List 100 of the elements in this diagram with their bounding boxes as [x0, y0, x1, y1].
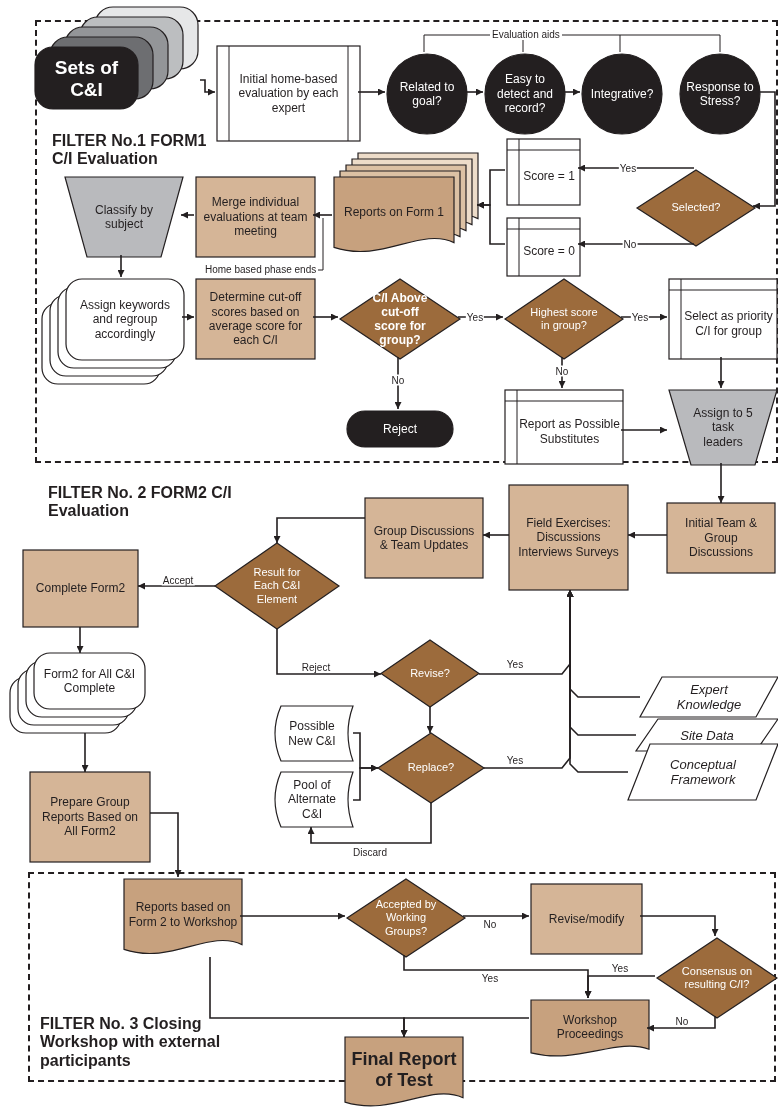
process-box [507, 218, 580, 276]
arrow [117, 254, 125, 278]
arrow [462, 912, 530, 920]
arrow [639, 915, 719, 937]
arrow [464, 88, 484, 96]
node-text: Report as Possible Substitutes [519, 417, 620, 446]
arrow [562, 88, 581, 96]
annotation-text: Home based phase ends [203, 264, 319, 275]
process-box [531, 884, 642, 954]
decision-diamond [215, 543, 339, 629]
node-text: Determine cut-off scores based on average score for each C/I [207, 290, 304, 348]
arrow [577, 164, 695, 172]
node-text: Related to goal? [398, 79, 456, 109]
node-text: Reports based on Form 2 to Workshop [128, 900, 238, 929]
node-text: Revise? [410, 666, 450, 681]
edge-label: No [482, 918, 498, 930]
decision-diamond [381, 640, 479, 707]
decision-diamond [347, 879, 465, 957]
node-text: Assign to 5 task leaders [692, 405, 754, 450]
arrow [717, 462, 725, 504]
stored-data-shape [273, 706, 353, 761]
arrow [646, 1015, 716, 1032]
arrow [627, 531, 668, 539]
decision-diamond [378, 733, 484, 803]
node-text: Merge individual evaluations at team meeting [202, 195, 309, 239]
arrow [352, 764, 379, 801]
node-text: Initial home-based evaluation by each expert [237, 71, 340, 116]
node-text: Revise/modify [548, 911, 625, 927]
arrow [558, 356, 566, 389]
edge-label: Yes [610, 962, 630, 974]
node-text: Selected? [671, 201, 721, 215]
arrow [752, 91, 776, 210]
arrow [476, 201, 506, 245]
process-box [365, 498, 483, 578]
node-text: C/I Above cut-off score for group? [371, 291, 429, 347]
node-text: Score = 1 [523, 169, 575, 184]
edge-label: No [554, 365, 570, 377]
arrow [199, 79, 216, 96]
node-text: Site Data [680, 727, 734, 743]
node-text: Form2 for All C&I Complete [42, 666, 137, 696]
decision-diamond [340, 279, 460, 359]
process-box [196, 279, 315, 359]
process-box [509, 485, 628, 590]
node-text: Highest score in group? [529, 305, 599, 333]
edge-label: Yes [618, 162, 638, 174]
arrow [239, 912, 346, 920]
node-text: Assign keywords and regroup accordingly [78, 297, 171, 342]
trapezoid-box [669, 390, 777, 465]
node-text: Consensus on resulting C/I? [681, 964, 753, 992]
annotation-text: Evaluation aids [490, 29, 562, 40]
node-text: Sets of C&I [53, 56, 120, 101]
edge-label: Discard [352, 846, 388, 858]
arrow [312, 211, 333, 219]
node-text: Initial Team & Group Discussions [684, 516, 758, 560]
edge-label: Yes [480, 972, 500, 984]
arrow [620, 426, 668, 434]
node-text: Result for Each C&I Element [252, 566, 302, 606]
node-text: Classify by subject [94, 202, 154, 232]
node-text: Easy to detect and record? [495, 72, 554, 116]
node-text: Integrative? [590, 86, 654, 102]
arrow [584, 975, 656, 999]
arrow [180, 211, 195, 219]
edge-label: No [390, 374, 406, 386]
decision-circle [387, 54, 467, 134]
section-heading: FILTER No. 2 FORM2 C/I Evaluation [48, 484, 233, 521]
edge-label: Accept [161, 574, 195, 586]
node-text: Field Exercises: Discussions Interviews Surveys [517, 515, 620, 560]
arrow [181, 313, 195, 321]
edge-label: No [622, 238, 638, 250]
dashed-frame [35, 20, 778, 463]
data-input-shape [640, 677, 778, 717]
node-text: Accepted by Working Groups? [374, 898, 438, 938]
data-input-shape [628, 744, 778, 800]
process-box [507, 139, 580, 205]
edge-label: Yes [505, 754, 525, 766]
arrow [312, 313, 339, 321]
arrow [149, 812, 182, 878]
node-text: Replace? [407, 761, 455, 775]
process-box [669, 279, 777, 359]
decision-circle [485, 54, 565, 134]
arrow [307, 802, 432, 844]
edge-label: Reject [300, 661, 332, 673]
arrow [273, 517, 366, 544]
section-heading: FILTER No. 3 Closing Workshop with external participants [40, 1015, 222, 1071]
node-text: Prepare Group Reports Based on All Form2 [40, 795, 140, 839]
edge-label: No [674, 1015, 690, 1027]
node-text: Group Discussions & Team Updates [372, 523, 476, 553]
arrow [400, 1017, 530, 1038]
node-text: Reports on Form 1 [343, 204, 444, 220]
decision-diamond [505, 279, 623, 359]
terminator [347, 411, 453, 447]
node-text: Possible New C&I [287, 719, 337, 748]
arrow [394, 356, 402, 410]
arrow [620, 313, 668, 321]
edge-label: Yes [465, 311, 485, 323]
process-box [505, 390, 623, 464]
decision-circle [680, 54, 760, 134]
trapezoid-box [65, 177, 183, 257]
node-text: Response to Stress? [686, 79, 754, 109]
node-text: Workshop Proceedings [555, 1012, 625, 1042]
